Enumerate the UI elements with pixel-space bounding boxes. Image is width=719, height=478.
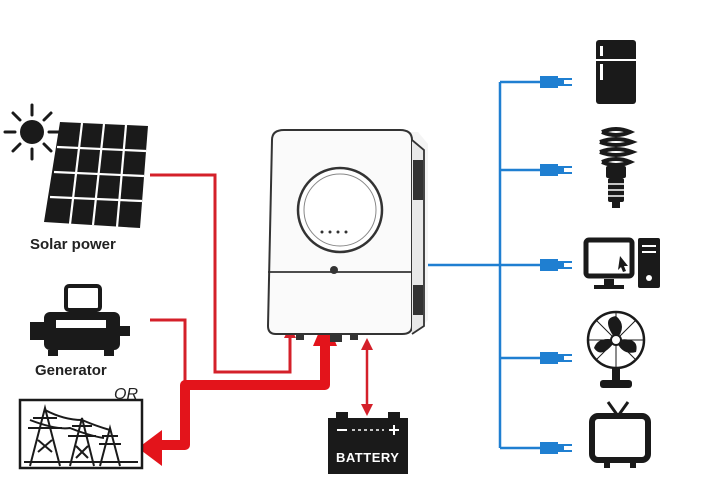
- battery-label: BATTERY: [336, 450, 400, 465]
- fridge-icon: [596, 40, 636, 104]
- grid-flow-arrow: [138, 318, 337, 466]
- generator-icon: [30, 284, 130, 356]
- solar-power-label: Solar power: [30, 236, 116, 253]
- plug-icon: [540, 442, 572, 454]
- generator-wire: [150, 318, 187, 385]
- fan-icon: [586, 310, 646, 388]
- sun-icon: [3, 103, 61, 161]
- inverter-icon: [266, 129, 428, 342]
- output-wires: [425, 80, 540, 450]
- battery-wire: [361, 338, 373, 416]
- generator-label: Generator: [35, 362, 107, 379]
- solar-panel-icon: [44, 122, 148, 228]
- plug-icon: [540, 352, 572, 364]
- power-tower-icon: [18, 398, 144, 470]
- plug-icon: [540, 259, 572, 271]
- tv-icon: [589, 401, 651, 468]
- plug-icon: [540, 76, 572, 88]
- bulb-icon: [599, 127, 638, 208]
- or-label: OR: [114, 386, 138, 403]
- battery-icon: [328, 412, 408, 474]
- plug-icon: [540, 164, 572, 176]
- computer-icon: [583, 237, 660, 289]
